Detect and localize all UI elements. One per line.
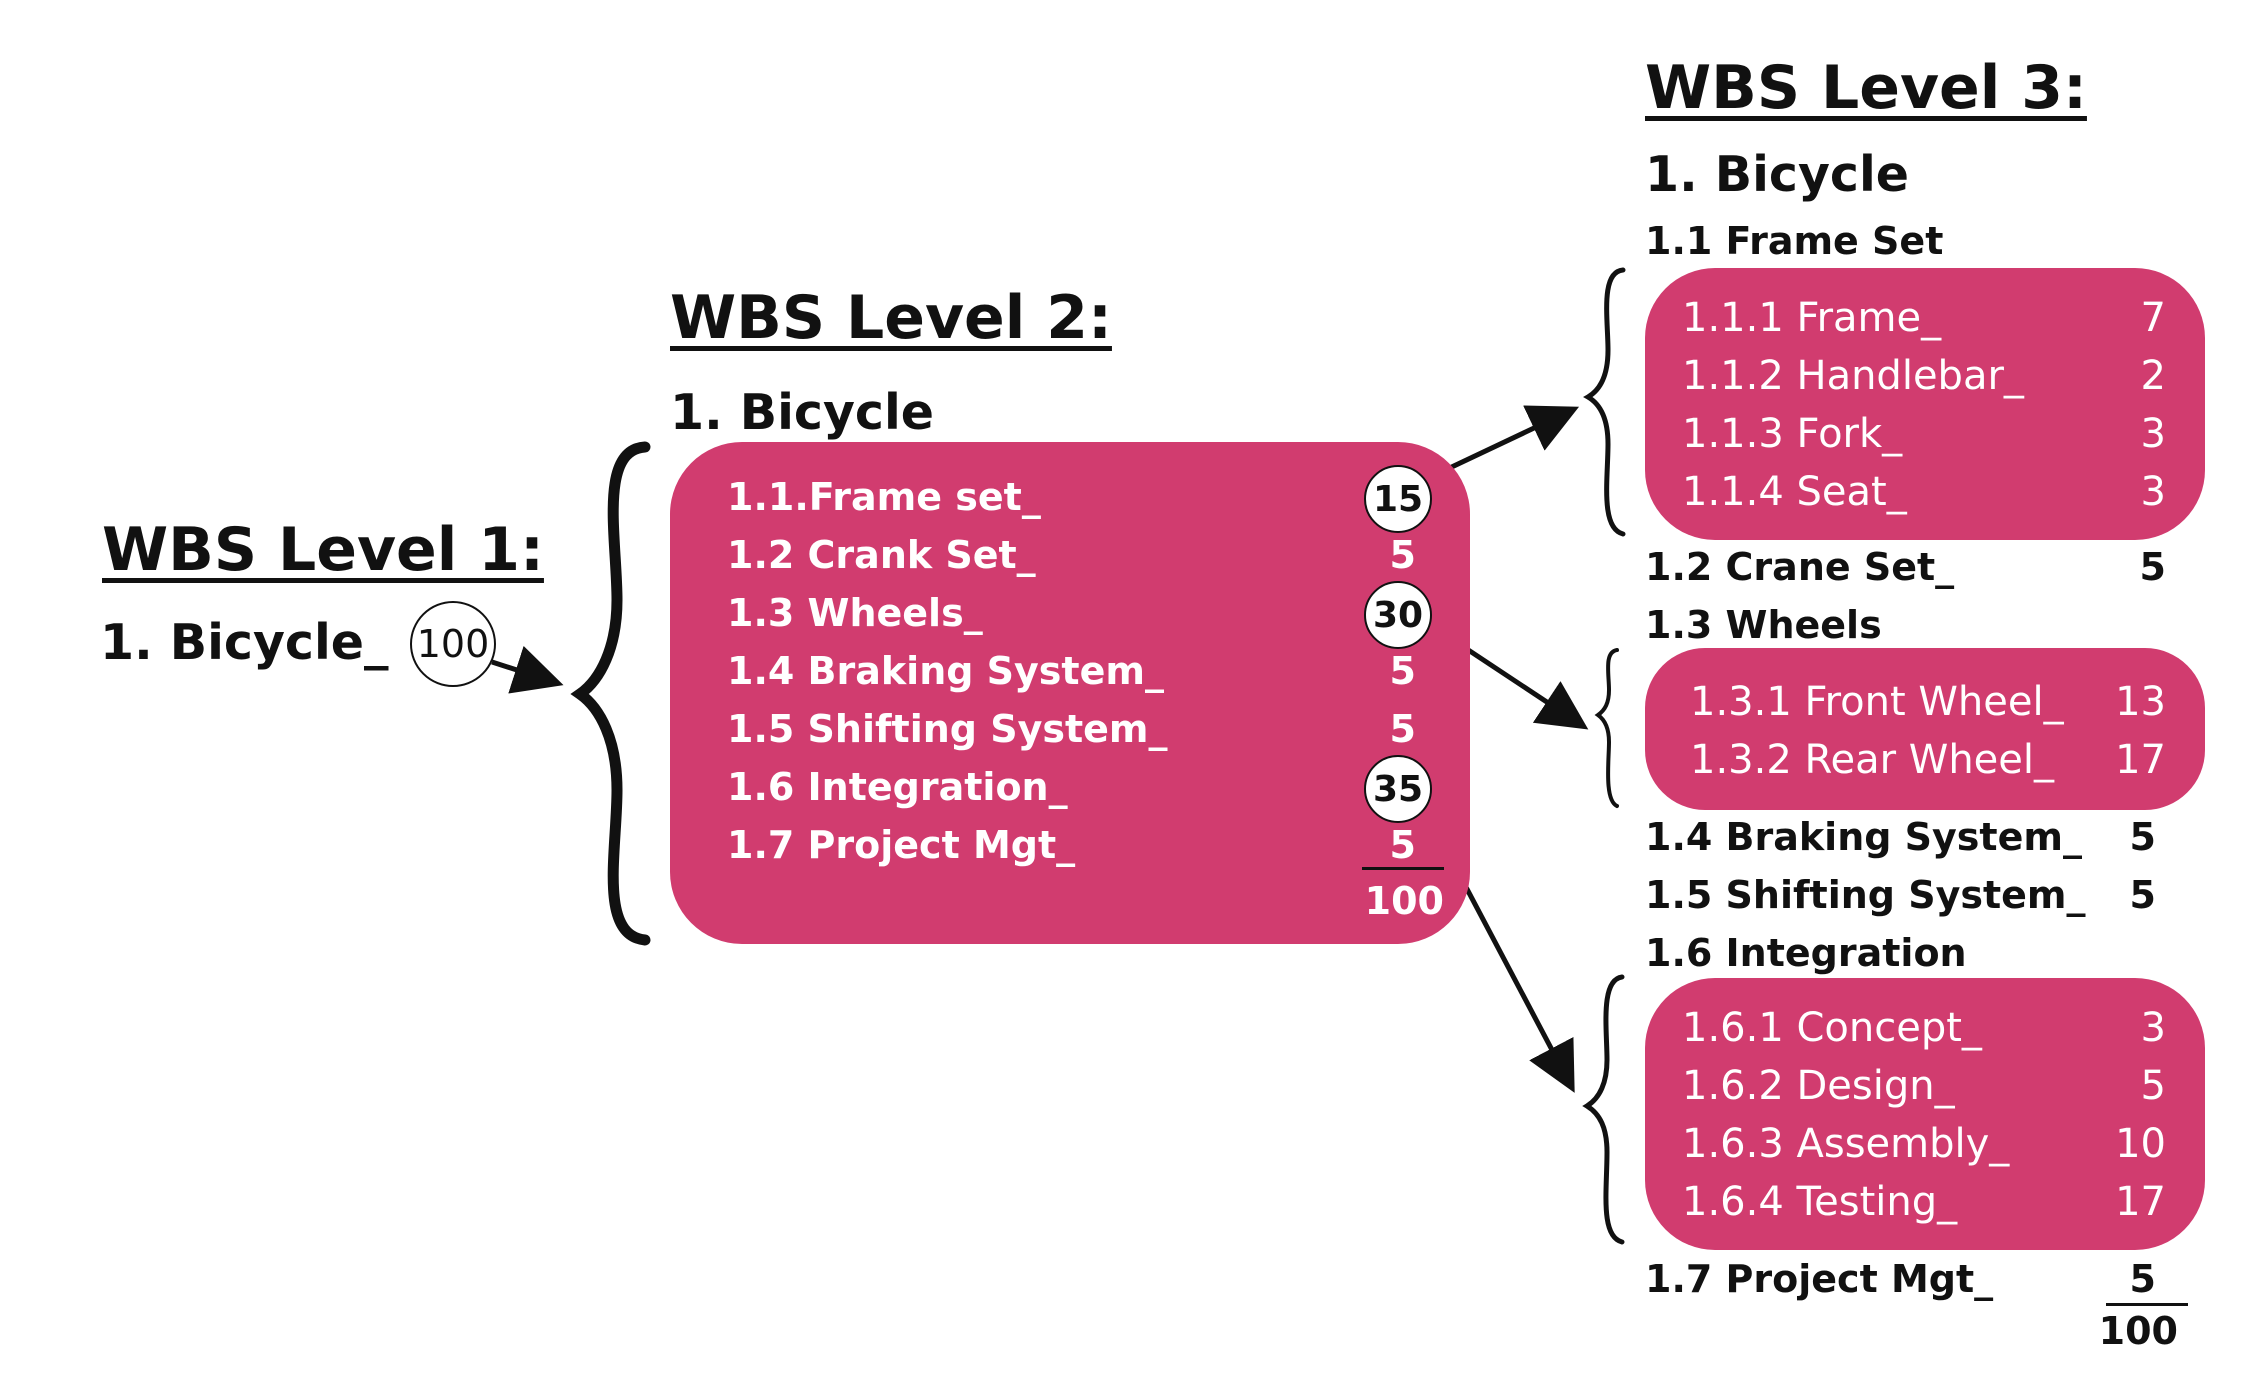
arrow-level1-to-level2 [491,645,564,694]
wheels-box [1645,648,2205,810]
level2-brace [570,441,651,946]
level3-total: 100 [2098,1309,2178,1353]
level2-item-label: 1.3 Wheels_ [727,591,983,635]
level2-item-value: 5 [1389,707,1416,751]
integration-item-value: 5 [2140,1063,2166,1109]
craneset-label: 1.2 Crane Set_ [1645,545,1955,589]
level2-item-label: 1.1.Frame set_ [727,475,1041,519]
level2-item-label: 1.7 Project Mgt_ [727,823,1076,867]
frameset-item-label: 1.1.4 Seat_ [1682,469,1907,515]
frameset-item-value: 2 [2140,353,2166,399]
braking-value: 5 [2129,815,2156,859]
level2-item-value: 5 [1389,533,1416,577]
wheels-item-label: 1.3.2 Rear Wheel_ [1690,737,2055,783]
integration-item-value: 10 [2115,1121,2166,1167]
integration-item-label: 1.6.4 Testing_ [1682,1179,1958,1225]
integration-item-label: 1.6.3 Assembly_ [1682,1121,2010,1167]
frameset-item-label: 1.1.3 Fork_ [1682,411,1903,457]
integration-item-label: 1.6.2 Design_ [1682,1063,1955,1109]
braking-label: 1.4 Braking System_ [1645,815,2082,859]
integration-box [1645,978,2205,1250]
integration-item-label: 1.6.1 Concept_ [1682,1005,1982,1051]
frameset-item-label: 1.1.2 Handlebar_ [1682,353,2024,399]
frameset-title: 1.1 Frame Set [1645,219,1944,263]
level2-heading: WBS Level 2: [670,283,1112,353]
shifting-value: 5 [2129,873,2156,917]
level3-heading: WBS Level 3: [1645,53,2087,123]
level2-value-circle: 15 [1364,465,1432,533]
wheels-item-label: 1.3.1 Front Wheel_ [1690,679,2064,725]
level2-item-value: 5 [1389,823,1416,867]
integration-item-value: 17 [2115,1179,2166,1225]
level2-value-circle: 30 [1364,581,1432,649]
level2-value-circle: 35 [1364,755,1432,823]
level2-item-label: 1.2 Crank Set_ [727,533,1036,577]
integration-item-value: 3 [2140,1005,2166,1051]
level2-box [670,442,1470,944]
projectmgt-value: 5 [2129,1257,2156,1301]
level2-title: 1. Bicycle [670,384,934,441]
wheels-brace [1594,648,1619,808]
level2-total: 100 [1364,879,1444,923]
wheels-item-value: 17 [2115,737,2166,783]
level3-sum-rule [2106,1303,2188,1306]
level2-item-label: 1.4 Braking System_ [727,649,1164,693]
projectmgt-label: 1.7 Project Mgt_ [1645,1257,1994,1301]
wheels-title: 1.3 Wheels [1645,603,1882,647]
frameset-item-label: 1.1.1 Frame_ [1682,295,1942,341]
frameset-item-value: 3 [2140,411,2166,457]
level2-item-label: 1.6 Integration_ [727,765,1068,809]
level1-item: 1. Bicycle_ [100,614,389,671]
frameset-brace [1583,267,1626,537]
frameset-item-value: 3 [2140,469,2166,515]
frameset-item-value: 7 [2140,295,2166,341]
level2-item-value: 5 [1389,649,1416,693]
level3-title: 1. Bicycle [1645,146,1909,203]
frameset-box [1645,268,2205,540]
shifting-label: 1.5 Shifting System_ [1645,873,2086,917]
craneset-value: 5 [2139,545,2166,589]
integration-title: 1.6 Integration [1645,931,1967,975]
level1-heading: WBS Level 1: [102,515,544,585]
level1-total-circle: 100 [410,601,496,687]
level2-sum-rule [1362,867,1444,870]
integration-brace [1582,974,1625,1245]
wheels-item-value: 13 [2115,679,2166,725]
level2-item-label: 1.5 Shifting System_ [727,707,1168,751]
